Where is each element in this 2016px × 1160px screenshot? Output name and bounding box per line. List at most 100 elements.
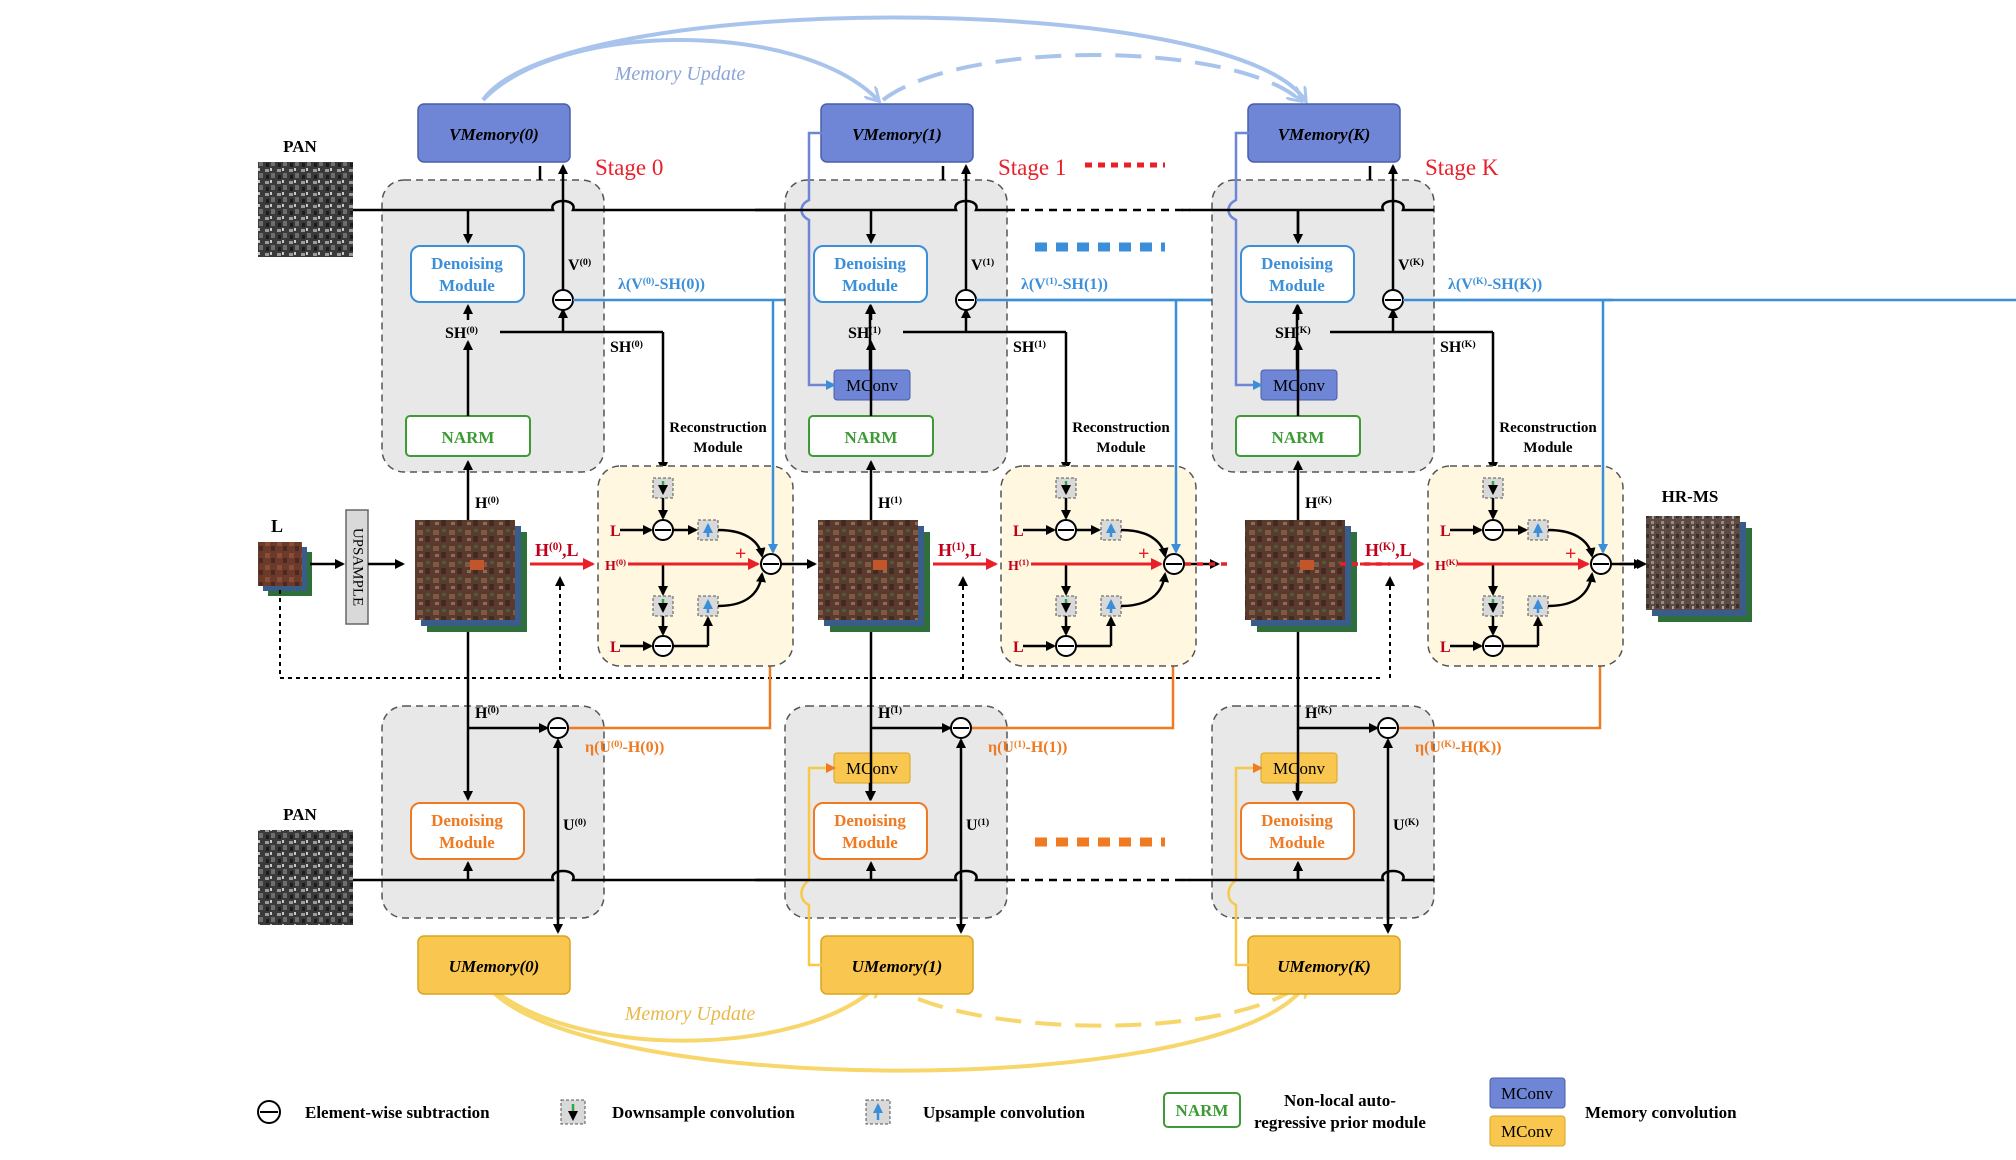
narm-1-label: NARM (845, 428, 898, 447)
recon-sub-top-1 (1055, 519, 1077, 541)
denoising-v-K-label-1: Denoising (1261, 254, 1333, 273)
eta-label-K: η(U(K)-H(K)) (1415, 739, 1501, 757)
stage-label-K: Stage K (1425, 155, 1499, 180)
sub-v-K (1382, 289, 1404, 311)
recon-l-top-0: L (610, 523, 621, 540)
hl-label-K: H(K),L (1365, 540, 1412, 560)
pan-bus-top-1 (755, 199, 1007, 212)
h-image-K (1245, 520, 1357, 632)
h-label-u-0: H(0) (475, 705, 499, 723)
vmem-update-arc-0-K (481, 15, 1305, 101)
pan-bus-bot-K (1182, 869, 1434, 882)
sub-v-1 (955, 289, 977, 311)
h-label-K: H(K) (1305, 495, 1332, 513)
recon-h-label-0: H(0) (605, 557, 626, 574)
sub-v-0 (552, 289, 574, 311)
l-dotted-bus (279, 590, 1380, 679)
h-label-u-1: H(1) (878, 705, 902, 723)
denoising-u-0-label-1: Denoising (431, 811, 503, 830)
pan-image-bottom (258, 830, 353, 925)
sub-u-0 (547, 717, 569, 739)
sh-label-a-K: SH(K) (1275, 325, 1311, 343)
sh-label-a-1: SH(1) (848, 325, 881, 343)
denoising-u-K (1240, 802, 1355, 860)
legend: Element-wise subtraction Downsample conv… (257, 1077, 1737, 1147)
sh-label-b-1: SH(1) (1013, 339, 1046, 357)
denoising-v-K-label-2: Module (1269, 276, 1325, 295)
sh-label-a-0: SH(0) (445, 325, 478, 343)
umem-update-arc-1-K (881, 978, 1300, 1028)
denoising-u-0 (410, 802, 525, 860)
umemory-1-label: UMemory(1) (852, 957, 943, 976)
recon-label-1-K: Reconstruction (1499, 420, 1597, 436)
denoising-u-1-label-2: Module (842, 833, 898, 852)
eta-label-1: η(U(1)-H(1)) (988, 739, 1067, 757)
recon-up-top-K (1527, 519, 1549, 541)
h-label-0: H(0) (475, 495, 499, 513)
umemory-0 (417, 935, 571, 995)
umem-update-arc-0-1 (481, 978, 878, 1043)
pan-label-bottom: PAN (283, 805, 317, 824)
recon-label-2-1: Module (1096, 440, 1146, 456)
recon-up-bot-1 (1100, 595, 1122, 617)
recon-sub-bot-0 (652, 635, 674, 657)
umemory-0-label: UMemory(0) (449, 957, 540, 976)
recon-sum-K (1590, 553, 1612, 575)
recon-label-2-0: Module (693, 440, 743, 456)
l-input-label: L (271, 516, 283, 536)
legend-mconv-blue-label: MConv (1501, 1084, 1553, 1103)
v-label-K: V(K) (1398, 257, 1424, 275)
recon-module-1 (1000, 465, 1197, 667)
narm-K-label: NARM (1272, 428, 1325, 447)
denoising-v-0-label-1: Denoising (431, 254, 503, 273)
recon-curve-top-0 (717, 528, 766, 558)
pan-label-top: PAN (283, 137, 317, 156)
denoising-u-0-label-2: Module (439, 833, 495, 852)
recon-up-bot-K (1527, 595, 1549, 617)
memory-update-label-bottom: Memory Update (624, 1003, 756, 1025)
u-label-1: U(1) (966, 817, 989, 835)
legend-mconv-yellow (1489, 1115, 1566, 1147)
stage-0: VMemory(0)Stage 0UMemory(0)DenoisingModu… (353, 103, 1210, 995)
vmemory-0-label: VMemory(0) (449, 125, 539, 144)
umemory-K-label: UMemory(K) (1277, 957, 1370, 976)
recon-down-top-0 (652, 477, 674, 499)
denoising-v-1 (813, 245, 928, 303)
h-label-1: H(1) (878, 495, 902, 513)
recon-label-1-0: Reconstruction (669, 420, 767, 436)
stage-label-0: Stage 0 (595, 155, 663, 180)
legend-mconv-blue (1489, 1077, 1566, 1109)
denoising-v-1-label-2: Module (842, 276, 898, 295)
recon-sub-bot-1 (1055, 635, 1077, 657)
recon-l-top-K: L (1440, 523, 1451, 540)
h-label-u-K: H(K) (1305, 705, 1332, 723)
recon-h-label-K: H(K) (1435, 557, 1459, 574)
sh-label-b-K: SH(K) (1440, 339, 1476, 357)
legend-mconv-text: Memory convolution (1585, 1103, 1737, 1122)
recon-l-bot-0: L (610, 639, 621, 656)
recon-down-bot-0 (652, 595, 674, 617)
v-label-1: V(1) (971, 257, 994, 275)
legend-narm-box (1163, 1092, 1241, 1128)
v-label-0: V(0) (568, 257, 591, 275)
recon-down-top-1 (1055, 477, 1077, 499)
recon-curve-bot-K (1547, 572, 1596, 608)
vmemory-1-label: VMemory(1) (852, 125, 942, 144)
recon-module-K (1427, 465, 1624, 667)
recon-curve-bot-0 (717, 572, 766, 608)
denoising-v-1-label-1: Denoising (834, 254, 906, 273)
recon-label-2-K: Module (1523, 440, 1573, 456)
sh-label-b-0: SH(0) (610, 339, 643, 357)
denoising-u-K-label-1: Denoising (1261, 811, 1333, 830)
recon-plus-K: + (1565, 543, 1576, 565)
sub-u-1 (950, 717, 972, 739)
recon-l-top-1: L (1013, 523, 1024, 540)
vmemory-0 (417, 103, 571, 163)
recon-plus-0: + (735, 543, 746, 565)
legend-subtraction-text: Element-wise subtraction (305, 1103, 490, 1122)
pan-bus-top-K (1182, 199, 1434, 212)
denoising-u-K-label-2: Module (1269, 833, 1325, 852)
hrms-label: HR-MS (1662, 487, 1719, 506)
recon-down-top-K (1482, 477, 1504, 499)
